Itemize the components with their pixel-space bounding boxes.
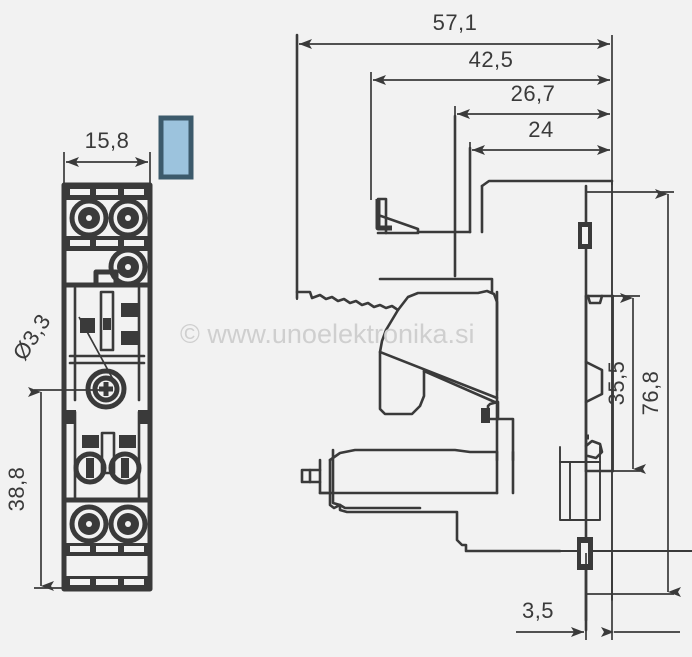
blue-color-swatch bbox=[158, 115, 194, 180]
dimension-side-height-inner: 35,5 bbox=[604, 293, 646, 474]
terminal-screw-bottom-right bbox=[108, 504, 148, 544]
contact-pad bbox=[103, 318, 111, 330]
dimension-side-width-2: 42,5 bbox=[370, 47, 610, 200]
dimension-label-front-height: 38,8 bbox=[4, 467, 29, 512]
front-view bbox=[61, 182, 153, 592]
dimension-side-overall-width: 57,1 bbox=[296, 10, 613, 300]
dimension-label-side-width-2: 42,5 bbox=[469, 47, 514, 72]
dimension-side-width-4: 24 bbox=[469, 117, 610, 190]
latch-bump bbox=[481, 408, 490, 423]
slotted-screw-right bbox=[108, 451, 142, 485]
terminal-screw-top-left bbox=[69, 198, 109, 238]
contact-pad bbox=[82, 435, 99, 448]
dimension-label-side-width-4: 24 bbox=[528, 117, 553, 142]
dimension-label-side-width-3: 26,7 bbox=[511, 81, 556, 106]
dimension-front-width: 15,8 bbox=[63, 128, 151, 188]
dimension-side-height-overall: 76,8 bbox=[586, 189, 681, 597]
front-bottom-terminal-block bbox=[64, 543, 150, 589]
dimension-label-side-height-overall: 76,8 bbox=[638, 371, 663, 416]
dimension-label-bottom-width: 3,5 bbox=[522, 598, 554, 623]
contact-pad bbox=[121, 331, 139, 345]
dimension-side-width-3: 26,7 bbox=[454, 81, 610, 120]
slotted-screw-left bbox=[73, 451, 107, 485]
dimension-label-front-width: 15,8 bbox=[85, 128, 130, 153]
rail-slot-lower bbox=[577, 537, 593, 570]
fixing-screw bbox=[85, 368, 127, 410]
watermark-text: © www.unoelektronika.si bbox=[180, 319, 475, 349]
rail-slot-upper bbox=[578, 222, 592, 249]
terminal-screw-bottom-left bbox=[69, 504, 109, 544]
dimension-bottom-width: 3,5 bbox=[516, 553, 680, 640]
contact-pad bbox=[80, 318, 95, 333]
dimension-label-side-height-inner: 35,5 bbox=[604, 361, 629, 406]
front-top-terminal-block bbox=[64, 185, 150, 251]
dimension-front-height: 38,8 bbox=[4, 387, 110, 591]
dimension-label-side-overall-width: 57,1 bbox=[433, 10, 478, 35]
contact-pad bbox=[119, 435, 136, 448]
terminal-screw-top-right bbox=[108, 198, 148, 238]
side-view bbox=[295, 33, 692, 553]
contact-pad bbox=[121, 303, 139, 317]
